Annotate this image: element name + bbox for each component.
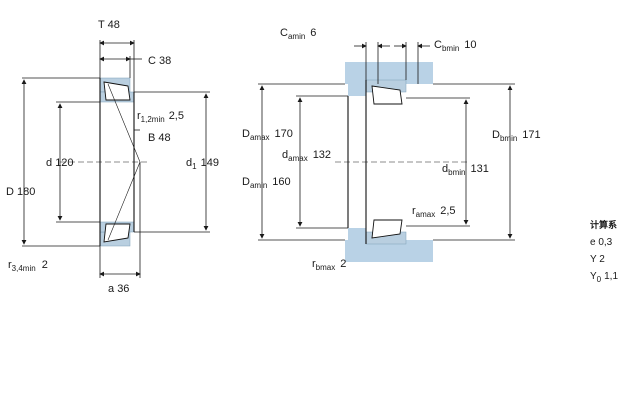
label-damax: d <box>282 149 288 161</box>
label-r34-sub: 3,4min <box>12 264 36 273</box>
value-r34: 2 <box>42 259 48 271</box>
value-ramax: 2,5 <box>440 205 455 217</box>
label-Dbmin: D <box>492 129 500 141</box>
label-C: C <box>148 55 156 67</box>
svg-text:Y 2: Y 2 <box>590 254 605 265</box>
label-Damax: D <box>242 128 250 140</box>
label-ramax: r <box>412 205 416 217</box>
value-Y: 2 <box>599 254 605 265</box>
value-d1: 149 <box>201 157 219 169</box>
value-damax: 132 <box>313 149 331 161</box>
right-dimensions <box>258 42 515 241</box>
housing-abutment-bottom <box>345 240 433 262</box>
value-r12: 2,5 <box>169 110 184 122</box>
svg-text:e 0,3: e 0,3 <box>590 237 613 248</box>
value-Damin: 160 <box>272 176 290 188</box>
shaft-abutment-bottom <box>348 228 366 240</box>
roller-top <box>103 81 131 101</box>
label-Damin: D <box>242 176 250 188</box>
label-D: D <box>6 186 14 198</box>
left-dimensions <box>21 40 210 278</box>
label-Dbmin-sub: bmin <box>500 134 517 143</box>
label-rbmax: r <box>312 258 316 270</box>
label-ramax-sub: amax <box>416 210 436 219</box>
value-a: 36 <box>117 283 129 295</box>
label-r12: r <box>137 110 141 122</box>
svg-text:a 36: a 36 <box>108 283 129 295</box>
label-damax-sub: amax <box>288 154 308 163</box>
label-rbmax-sub: bmax <box>316 263 336 272</box>
svg-text:B 48: B 48 <box>148 132 171 144</box>
label-r34: r <box>8 259 12 271</box>
label-Cb: C <box>434 39 442 51</box>
label-T: T <box>98 19 105 31</box>
value-Damax: 170 <box>275 128 293 140</box>
roller-bottom <box>103 223 131 243</box>
label-B: B <box>148 132 155 144</box>
svg-text:D 180: D 180 <box>6 186 35 198</box>
value-Dbmin: 171 <box>522 129 540 141</box>
label-Ca: C <box>280 27 288 39</box>
value-T: 48 <box>108 19 120 31</box>
label-dbmin: d <box>442 163 448 175</box>
value-rbmax: 2 <box>340 258 346 270</box>
value-Ca: 6 <box>310 27 316 39</box>
svg-text:C 38: C 38 <box>148 55 171 67</box>
label-d1: d <box>186 157 192 169</box>
svg-text:d 120: d 120 <box>46 157 74 169</box>
label-d: d <box>46 157 52 169</box>
value-D: 180 <box>17 186 35 198</box>
label-Damin-sub: amin <box>250 181 267 190</box>
label-Cb-sub: bmin <box>442 44 459 53</box>
value-d: 120 <box>55 157 73 169</box>
shaft-abutment-top <box>348 84 366 96</box>
value-Cb: 10 <box>464 39 476 51</box>
value-dbmin: 131 <box>470 163 488 175</box>
label-e: e <box>590 237 596 248</box>
left-bearing-section <box>60 77 150 247</box>
contact-line-bottom <box>107 161 141 241</box>
label-Damax-sub: amax <box>250 133 270 142</box>
label-Y: Y <box>590 254 597 265</box>
right-abutment-section <box>335 62 470 262</box>
value-B: 48 <box>158 132 170 144</box>
label-Ca-sub: amin <box>288 32 305 41</box>
label-Y0-sub: 0 <box>597 275 602 284</box>
svg-text:T 48: T 48 <box>98 19 120 31</box>
value-Y0: 1,1 <box>604 271 618 282</box>
value-e: 0,3 <box>598 237 612 248</box>
right-roller-top <box>371 85 403 105</box>
label-Y0: Y <box>590 271 597 282</box>
contact-line-top <box>107 83 141 163</box>
right-roller-bottom <box>371 219 403 239</box>
label-dbmin-sub: bmin <box>448 168 465 177</box>
label-a: a <box>108 283 115 295</box>
calc-title: 计算系 <box>590 219 617 230</box>
label-d1-sub: 1 <box>192 162 197 171</box>
housing-abutment-top <box>345 62 433 84</box>
value-C: 38 <box>159 55 171 67</box>
svg-text:Y01,1: Y01,1 <box>590 271 618 284</box>
label-r12-sub: 1,2min <box>141 115 165 124</box>
